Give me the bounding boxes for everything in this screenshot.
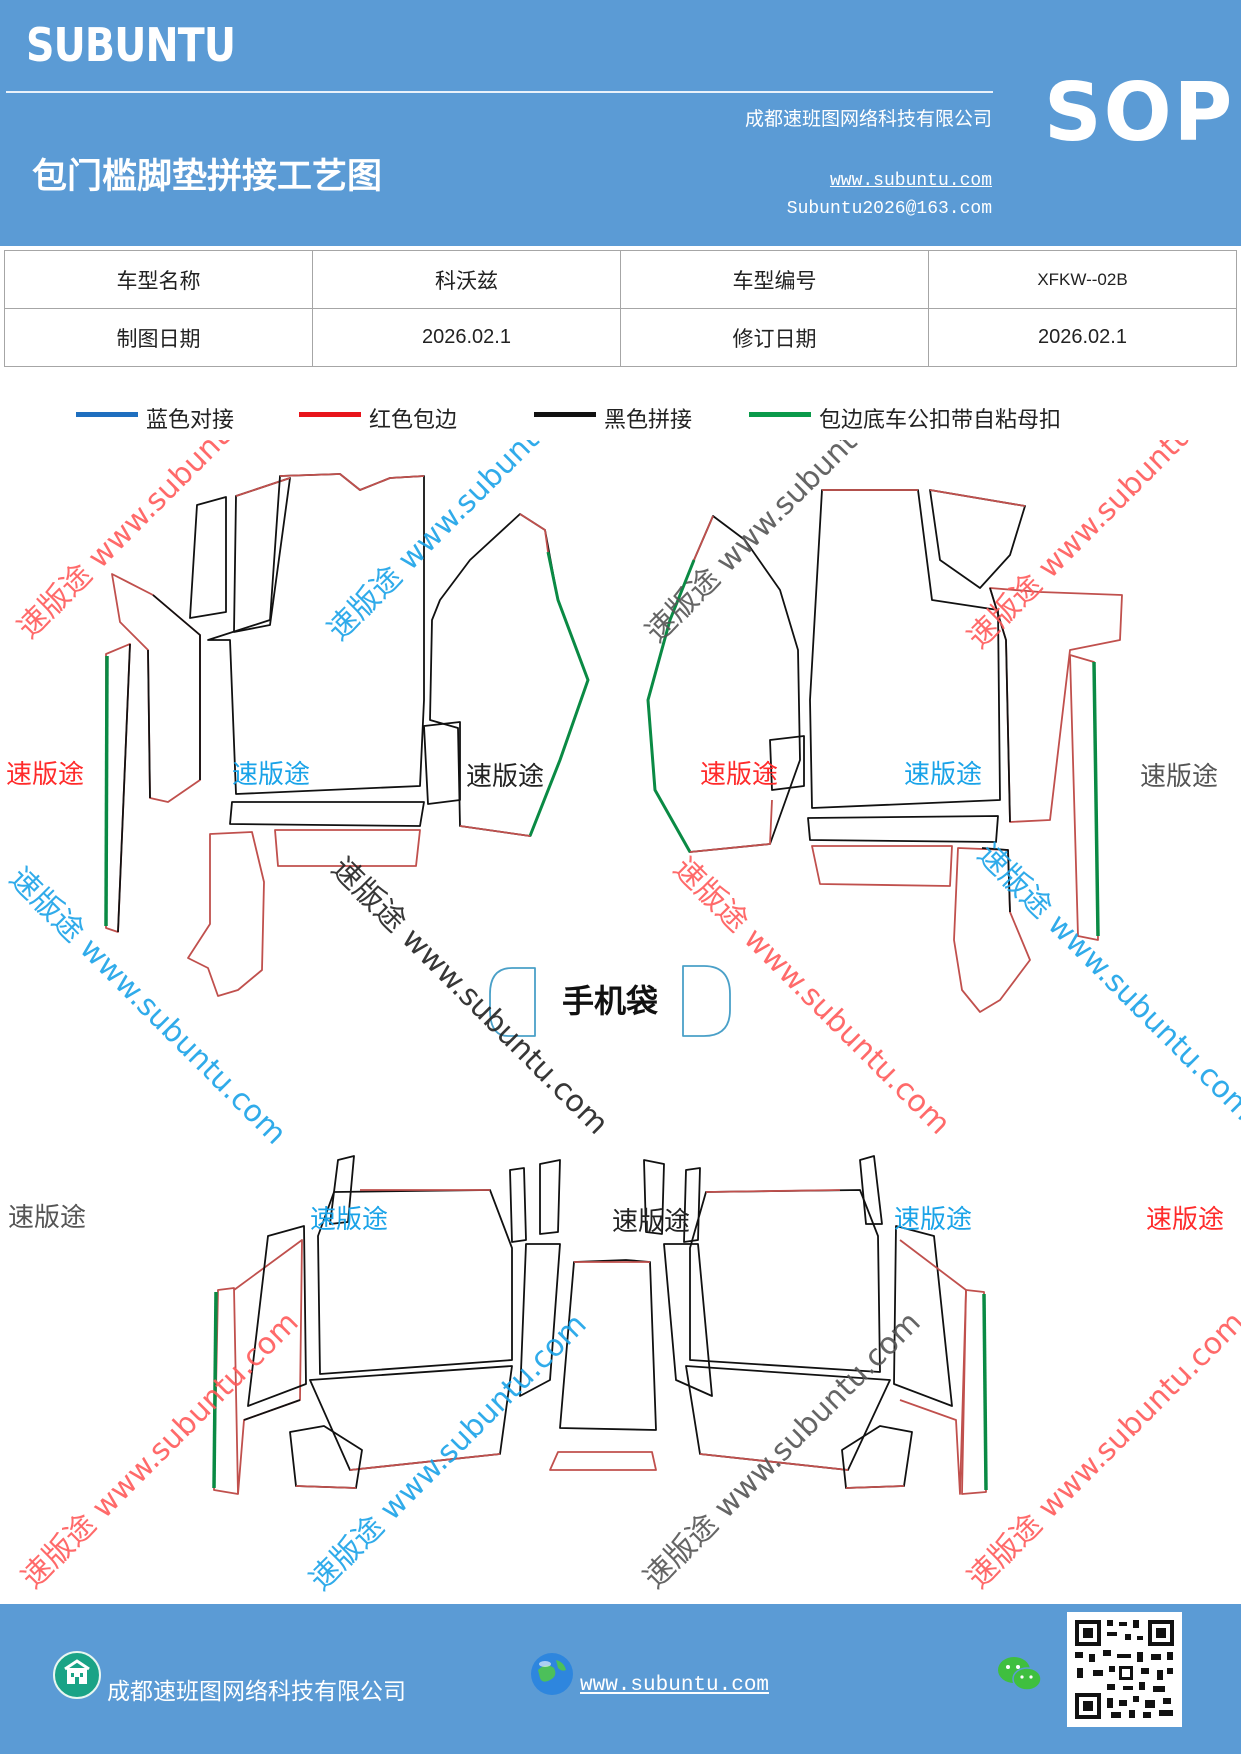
qr-code[interactable] xyxy=(1067,1612,1182,1727)
watermark-word: 速版途 xyxy=(1140,762,1218,792)
legend-label: 红色包边 xyxy=(369,408,458,433)
phone-pocket-left xyxy=(489,967,536,1037)
footer-website-link[interactable]: www.subuntu.com xyxy=(580,1674,770,1697)
watermark-word: 速版途 xyxy=(612,1207,690,1237)
watermark-diagonal: 速版途 www.subuntu.com xyxy=(666,851,957,1142)
watermark-diagonal: 速版途 www.subuntu.com xyxy=(961,1305,1241,1596)
table-row: 车型名称 科沃兹 车型编号 XFKW--02B xyxy=(4,250,1237,309)
watermark-diagonal: 速版途 www.subuntu.com xyxy=(637,1305,928,1596)
watermark-diagonal: 速版途 www.subuntu.com xyxy=(2,861,293,1152)
mat-set-front-left xyxy=(104,473,590,997)
legend-swatch-black xyxy=(534,412,596,417)
brand-logo: SUBUNTU xyxy=(26,18,236,72)
watermark-word: 速版途 xyxy=(894,1205,972,1235)
watermark-diagonal: 速版途 www.subuntu.com xyxy=(11,440,302,646)
mat-set-front-right xyxy=(646,489,1123,1013)
model-code-label: 车型编号 xyxy=(620,250,929,309)
watermark-word: 速版途 xyxy=(8,1203,86,1233)
header-banner xyxy=(0,0,1241,246)
watermark-word: 速版途 xyxy=(232,760,310,790)
phone-pocket-right xyxy=(682,965,731,1037)
mat-set-rear xyxy=(212,1155,988,1495)
draw-date-value: 2026.02.1 xyxy=(312,308,621,367)
legend-label: 包边底车公扣带自粘母扣 xyxy=(819,408,1062,433)
company-icon xyxy=(53,1651,101,1699)
floor-mat-pattern-diagram: 手机袋 速版途 速版途 速版途 速版途 速版途 速版途 速版途 速版途 速版途 … xyxy=(2,440,1241,1598)
draw-date-label: 制图日期 xyxy=(4,308,313,367)
watermark-word: 速版途 xyxy=(6,760,84,790)
legend-label: 蓝色对接 xyxy=(146,408,235,433)
legend-swatch-green xyxy=(749,412,811,417)
vehicle-info-table: 车型名称 科沃兹 车型编号 XFKW--02B 制图日期 2026.02.1 修… xyxy=(4,250,1237,367)
model-name-label: 车型名称 xyxy=(4,250,313,309)
legend-swatch-red xyxy=(299,412,361,417)
legend-label: 黑色拼接 xyxy=(604,408,693,433)
table-row: 制图日期 2026.02.1 修订日期 2026.02.1 xyxy=(4,308,1237,367)
qr-code-icon xyxy=(1073,1618,1176,1721)
wechat-icon[interactable] xyxy=(996,1654,1044,1694)
watermark-diagonal: 速版途 www.subuntu.com xyxy=(961,440,1241,656)
phone-pocket-label: 手机袋 xyxy=(562,982,658,1020)
header-website-link[interactable]: www.subuntu.com xyxy=(829,171,992,191)
header-email[interactable]: Subuntu2026@163.com xyxy=(786,199,992,219)
watermark-word: 速版途 xyxy=(904,760,982,790)
header-company-name: 成都速班图网络科技有限公司 xyxy=(744,108,992,130)
legend-swatch-blue xyxy=(76,412,138,417)
watermark-word: 速版途 xyxy=(310,1205,388,1235)
document-title: 包门槛脚垫拼接工艺图 xyxy=(32,157,383,197)
revise-date-label: 修订日期 xyxy=(620,308,929,367)
watermark-word: 速版途 xyxy=(700,760,778,790)
revise-date-value: 2026.02.1 xyxy=(928,308,1237,367)
watermark-diagonal: 速版途 www.subuntu.com xyxy=(639,440,930,650)
header-divider xyxy=(6,91,993,93)
globe-icon xyxy=(531,1653,573,1695)
model-code-value: XFKW--02B xyxy=(928,250,1237,309)
model-name-value: 科沃兹 xyxy=(312,250,621,309)
watermark-diagonal: 速版途 www.subuntu.com xyxy=(303,1307,594,1598)
watermark-word: 速版途 xyxy=(466,762,544,792)
watermark-diagonal: 速版途 www.subuntu.com xyxy=(970,837,1241,1128)
sop-badge: SOP xyxy=(1044,66,1235,159)
watermark-word: 速版途 xyxy=(1146,1205,1224,1235)
watermark-diagonal: 速版途 www.subuntu.com xyxy=(321,440,612,648)
watermark-diagonal: 速版途 www.subuntu.com xyxy=(15,1305,306,1596)
footer-company-name: 成都速班图网络科技有限公司 xyxy=(107,1679,406,1705)
